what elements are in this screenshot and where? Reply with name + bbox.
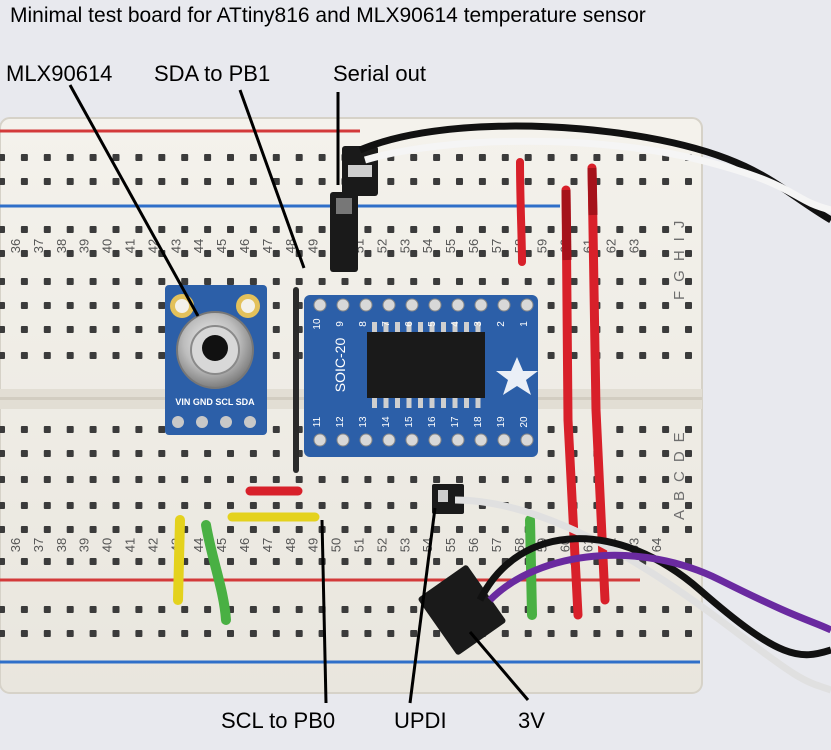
column-number: 53 [397, 538, 412, 552]
column-number: 56 [466, 538, 481, 552]
adafruit-logo-icon [496, 357, 538, 395]
black-power-cable [476, 535, 831, 659]
label-serial-out: Serial out [333, 61, 426, 86]
label-scl-to-pb0: SCL to PB0 [221, 708, 336, 733]
green-wire [201, 520, 231, 625]
column-number: 48 [283, 538, 298, 552]
column-number: 38 [54, 538, 69, 552]
column-number: 53 [397, 239, 412, 253]
adapter-pin-number: 15 [404, 416, 415, 428]
adapter-pin-number: 7 [381, 321, 392, 327]
column-number: 54 [420, 239, 435, 253]
adapter-pin-number: 6 [404, 321, 415, 327]
adapter-pin-number: 3 [473, 321, 484, 327]
column-number: 52 [374, 239, 389, 253]
column-number: 37 [31, 538, 46, 552]
power-connector [418, 565, 506, 655]
annotation-pointers [68, 84, 530, 704]
adapter-pin-number: 4 [450, 321, 461, 327]
adapter-pin-number: 11 [312, 416, 323, 427]
column-number: 62 [603, 239, 618, 253]
page-title: Minimal test board for ATtiny816 and MLX… [10, 4, 646, 27]
column-number: 44 [191, 239, 206, 253]
white-updi-cable [454, 496, 831, 694]
column-number: 47 [260, 538, 275, 552]
column-number: 64 [649, 538, 664, 552]
column-number: 59 [535, 239, 550, 253]
green-wire-right [525, 515, 537, 620]
svg-text:SOIC-20: SOIC-20 [332, 338, 348, 393]
adapter-pin-number: 1 [519, 321, 530, 327]
column-number: 45 [214, 538, 229, 552]
adapter-pin-number: 17 [450, 416, 461, 428]
column-number: 57 [489, 239, 504, 253]
label-3v: 3V [518, 708, 545, 733]
column-number: 44 [191, 538, 206, 552]
column-number: 46 [237, 239, 252, 253]
red-power-wire-2 [587, 163, 610, 605]
column-number: 42 [145, 538, 160, 552]
attiny816-chip [367, 332, 485, 398]
adapter-pin-number: 19 [496, 416, 507, 428]
mlx90614-breakout: VIN GND SCL SDA [165, 285, 267, 435]
column-number: 58 [512, 538, 527, 552]
column-number: 41 [123, 538, 138, 552]
column-number: 39 [77, 239, 92, 253]
column-number: 57 [489, 538, 504, 552]
label-updi: UPDI [394, 708, 447, 733]
label-mlx90614: MLX90614 [6, 61, 113, 86]
adapter-pin-number: 14 [381, 416, 392, 428]
adapter-pin-number: 9 [335, 321, 346, 327]
red-jumper-wire [516, 158, 526, 266]
column-number: 41 [123, 239, 138, 253]
column-number: 40 [100, 239, 115, 253]
column-number: 36 [8, 239, 23, 253]
adapter-pin-number: 16 [427, 416, 438, 428]
label-sda-to-pb1: SDA to PB1 [154, 61, 271, 86]
row-letters-top: FGHIJ [671, 212, 688, 300]
column-number: 47 [260, 239, 275, 253]
yellow-wire [173, 515, 185, 605]
column-number: 40 [100, 538, 115, 552]
white-serial-cable [364, 137, 831, 214]
soic20-adapter-board: SOIC-20 10 9 8 7 6 5 4 3 2 1 11 12 13 14 15 16 17 18 19 20 [304, 295, 538, 457]
red-power-wire-1 [561, 185, 583, 620]
adapter-pin-number: 13 [358, 416, 369, 428]
column-number: 54 [420, 538, 435, 552]
column-number: 51 [352, 538, 367, 552]
column-number: 39 [77, 538, 92, 552]
column-number: 56 [466, 239, 481, 253]
svg-text:VIN GND SCL SDA: VIN GND SCL SDA [175, 397, 255, 407]
adapter-pin-number: 8 [358, 321, 369, 327]
column-number: 45 [214, 239, 229, 253]
purple-power-cable [487, 551, 831, 634]
column-number: 63 [626, 239, 641, 253]
column-number: 55 [443, 538, 458, 552]
column-number: 49 [306, 538, 321, 552]
column-number: 43 [168, 239, 183, 253]
adapter-pin-number: 2 [496, 321, 507, 327]
adapter-pin-number: 5 [427, 321, 438, 327]
row-letters-bottom: ABCDE [671, 423, 688, 520]
column-number: 49 [306, 239, 321, 253]
adapter-pin-number: 20 [519, 416, 530, 428]
column-number: 37 [31, 239, 46, 253]
column-number: 36 [8, 538, 23, 552]
column-number: 55 [443, 239, 458, 253]
column-number: 50 [329, 538, 344, 552]
column-number: 38 [54, 239, 69, 253]
column-number: 52 [374, 538, 389, 552]
adapter-pin-number: 18 [473, 416, 484, 428]
adapter-pin-number: 10 [312, 318, 323, 330]
column-number: 46 [237, 538, 252, 552]
adapter-pin-number: 12 [335, 416, 346, 428]
